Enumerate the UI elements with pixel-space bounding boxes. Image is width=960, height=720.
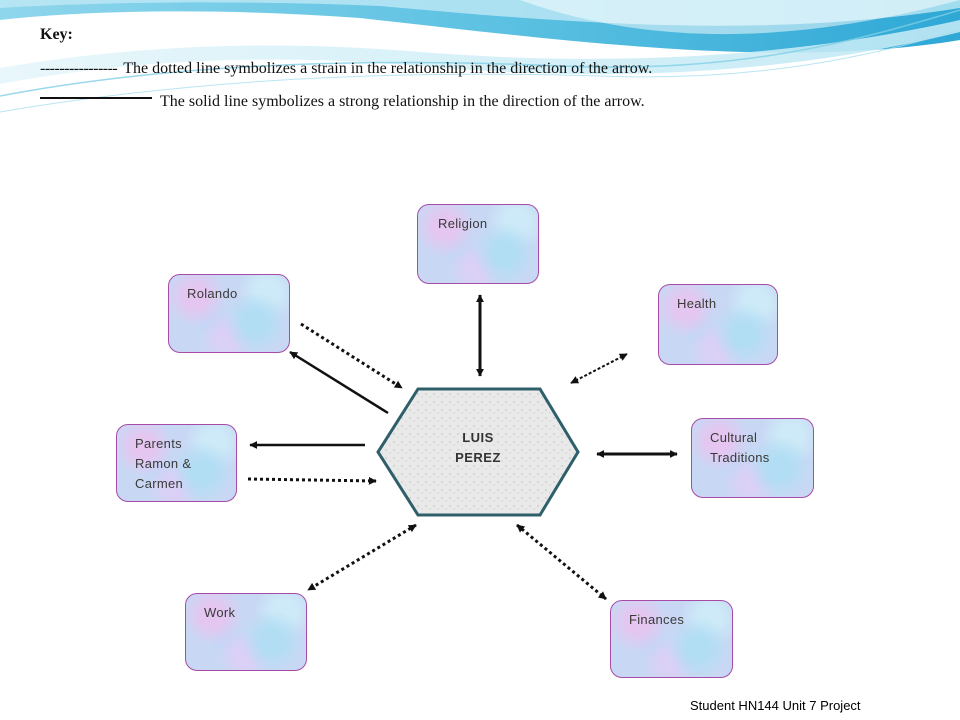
finances-relationship-arrow <box>516 523 607 601</box>
dotted-line-sample: ---------------- <box>40 60 118 77</box>
rolando-strain-arrow <box>300 322 403 390</box>
rolando-strong-arrow <box>289 350 389 415</box>
key-dotted-entry: ---------------- The dotted line symboliz… <box>40 60 652 78</box>
center-last-name: PEREZ <box>455 450 501 465</box>
node-work: Work <box>185 593 307 671</box>
node-cultural-line1: Cultural <box>710 430 758 445</box>
node-religion: Religion <box>417 204 539 284</box>
node-parents-line3: Carmen <box>135 476 184 491</box>
node-parents-line1: Parents <box>135 436 182 451</box>
health-relationship-arrow <box>570 353 628 384</box>
footer-project-label: Student HN144 Unit 7 Project <box>690 698 861 713</box>
work-relationship-arrow <box>307 523 417 592</box>
node-health-label: Health <box>677 296 717 311</box>
node-cultural-traditions: Cultural Traditions <box>691 418 814 498</box>
node-parents: Parents Ramon & Carmen <box>116 424 237 502</box>
node-finances-label: Finances <box>629 612 685 627</box>
node-health: Health <box>658 284 778 365</box>
center-hexagon <box>376 387 580 517</box>
solid-line-sample <box>40 97 152 100</box>
node-religion-label: Religion <box>438 216 488 231</box>
dotted-line-description: The dotted line symbolizes a strain in t… <box>123 60 653 77</box>
key-title: Key: <box>40 26 73 43</box>
key-solid-entry: The solid line symbolizes a strong relat… <box>40 93 645 111</box>
center-person-label: LUIS PEREZ <box>400 428 556 468</box>
node-cultural-line2: Traditions <box>710 450 770 465</box>
center-first-name: LUIS <box>462 430 494 445</box>
parents-strain-arrow <box>247 476 377 485</box>
node-rolando: Rolando <box>168 274 290 353</box>
solid-line-description: The solid line symbolizes a strong relat… <box>160 93 645 110</box>
node-rolando-label: Rolando <box>187 286 238 301</box>
node-parents-line2: Ramon & <box>135 456 192 471</box>
node-work-label: Work <box>204 605 236 620</box>
header-wave-decoration <box>0 0 960 113</box>
node-finances: Finances <box>610 600 733 678</box>
